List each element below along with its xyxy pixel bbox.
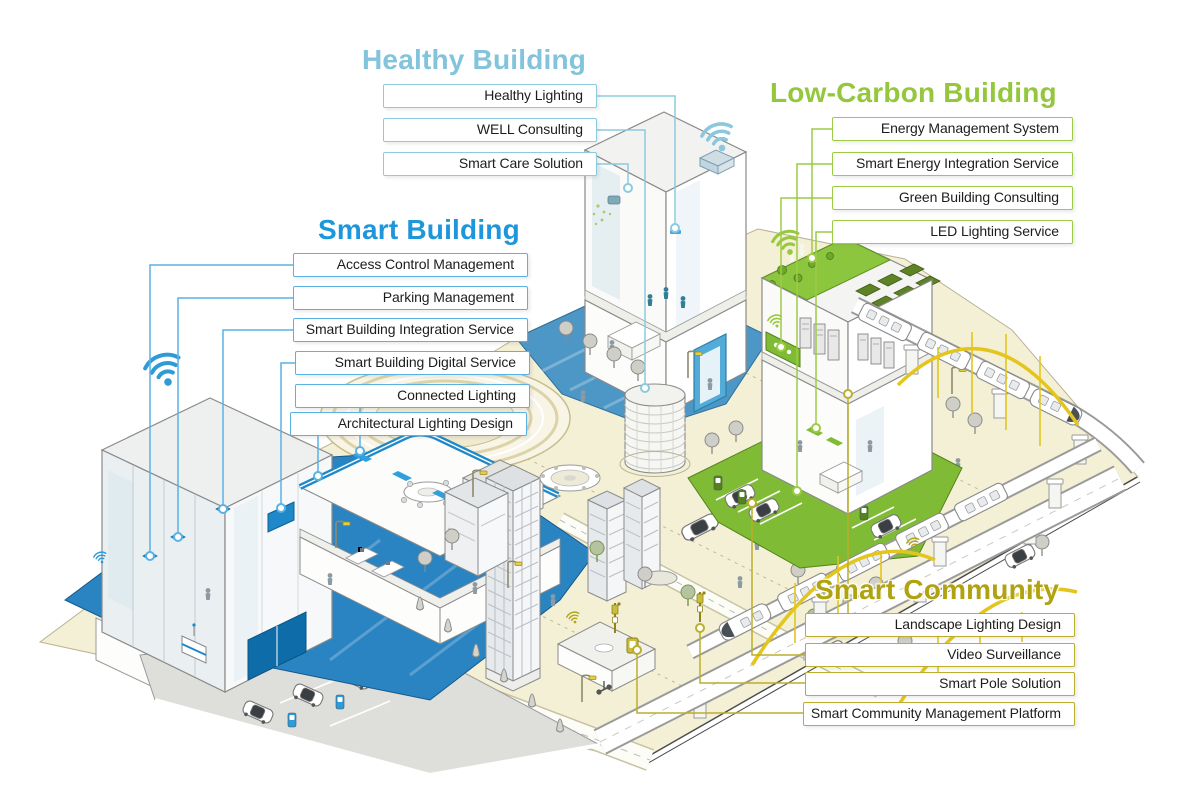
scooter <box>596 681 612 695</box>
section-title-low-carbon-building: Low-Carbon Building <box>770 77 1057 108</box>
label-smart-care-solution: Smart Care Solution <box>383 152 597 176</box>
air-quality-device <box>592 195 621 226</box>
label-smart-energy-integration-service: Smart Energy Integration Service <box>832 152 1073 176</box>
city-center <box>335 350 1050 733</box>
label-landscape-lighting-design: Landscape Lighting Design <box>805 613 1075 637</box>
label-smart-building-digital-service: Smart Building Digital Service <box>295 351 530 375</box>
label-healthy-lighting: Healthy Lighting <box>383 84 597 108</box>
label-led-lighting-service: LED Lighting Service <box>832 220 1073 244</box>
label-smart-building-integration-service: Smart Building Integration Service <box>293 318 528 342</box>
section-title-healthy-building: Healthy Building <box>362 44 587 75</box>
transit-corridor <box>593 296 1145 755</box>
connector-lines-smart-building <box>145 264 365 561</box>
label-access-control-management: Access Control Management <box>293 253 528 277</box>
rooftop-unit <box>698 149 736 175</box>
label-connected-lighting: Connected Lighting <box>295 384 530 408</box>
green-roof-garden <box>760 237 892 301</box>
skyscraper <box>586 478 662 602</box>
label-parking-management: Parking Management <box>293 286 528 310</box>
label-architectural-lighting-design: Architectural Lighting Design <box>290 412 527 436</box>
office-block <box>443 477 510 577</box>
label-energy-management-system: Energy Management System <box>832 117 1073 141</box>
section-title-smart-community: Smart Community <box>815 574 1060 605</box>
connector-lines-low-carbon <box>776 128 832 496</box>
label-smart-community-management-platform: Smart Community Management Platform <box>803 702 1075 726</box>
section-title-smart-building: Smart Building <box>318 214 520 245</box>
label-smart-pole-solution: Smart Pole Solution <box>805 672 1075 696</box>
connector-lines-smart-community <box>632 389 853 714</box>
label-green-building-consulting: Green Building Consulting <box>832 186 1073 210</box>
low-carbon-building-illustration <box>687 237 963 569</box>
delivery-robot <box>181 623 207 664</box>
community-pavilion <box>556 621 657 692</box>
label-video-surveillance: Video Surveillance <box>805 643 1075 667</box>
fountain <box>539 464 601 492</box>
server-racks <box>799 317 895 369</box>
reception-desk <box>818 461 864 494</box>
roof-garden-trees <box>768 252 834 288</box>
cylinder-tower <box>619 383 691 477</box>
office-desks <box>345 547 405 578</box>
label-well-consulting: WELL Consulting <box>383 118 597 142</box>
arch-bridge <box>896 332 1080 446</box>
connector-lines-healthy-building <box>597 95 680 393</box>
